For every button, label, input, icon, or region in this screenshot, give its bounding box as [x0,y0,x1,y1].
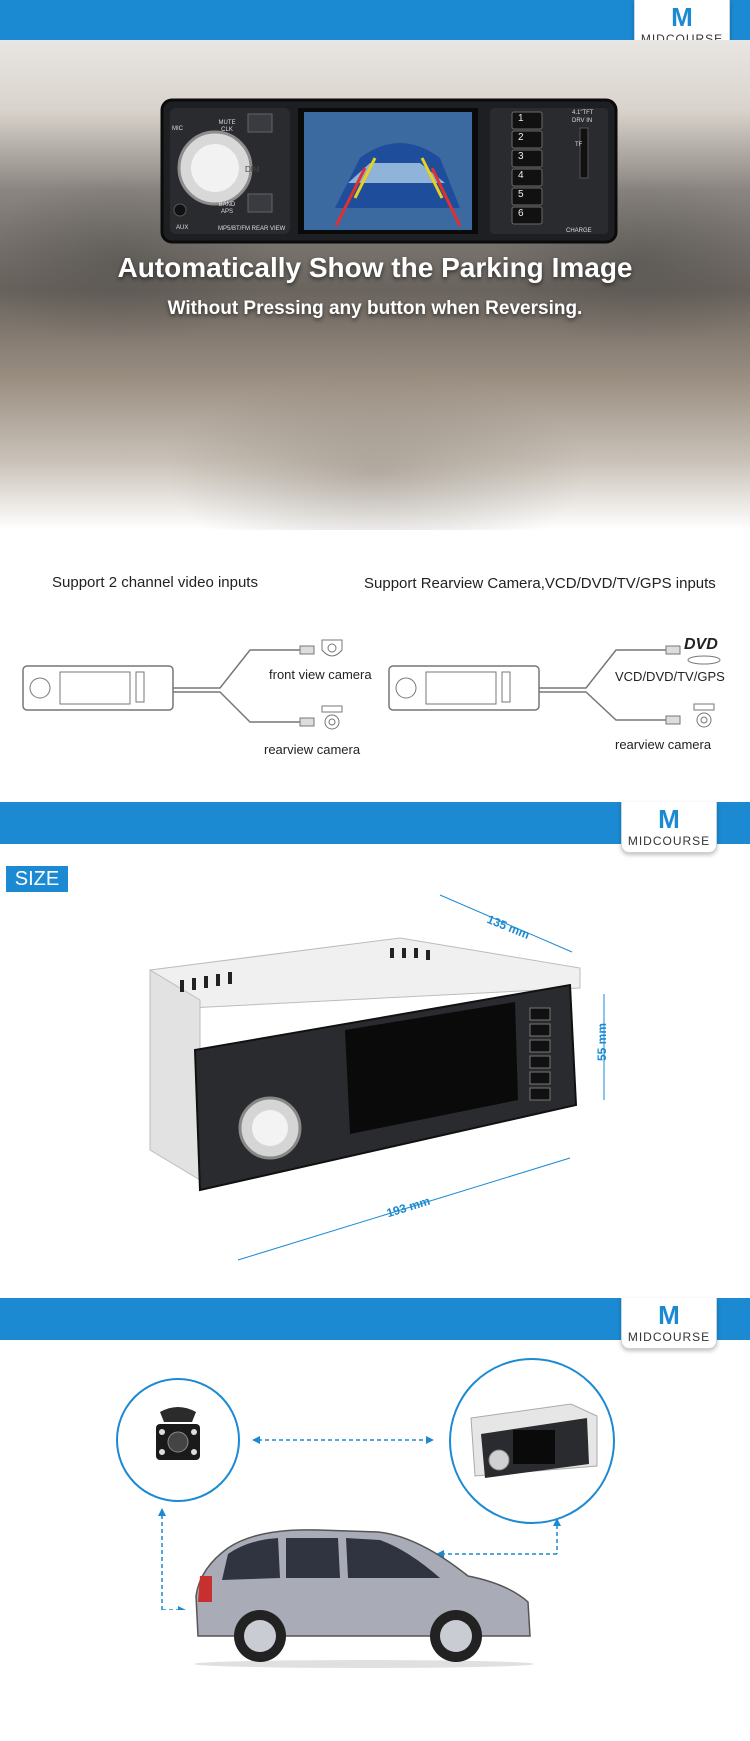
brand-badge-size: M MIDCOURSE [621,802,717,853]
preset-button-4: 4 [518,170,524,181]
diagram-two-channel [22,639,343,730]
panel-drv-in-label: DRV IN [572,118,593,124]
label-vcd-dvd-tv-gps: VCD/DVD/TV/GPS [615,669,725,684]
brand-logo-icon: M [671,2,693,32]
size-label: SIZE [6,866,68,892]
inputs-right-heading: Support Rearview Camera,VCD/DVD/TV/GPS i… [364,575,716,592]
preset-button-3: 3 [518,151,524,162]
hero-subtitle: Without Pressing any button when Reversi… [167,298,583,319]
car-stereo-front-panel [160,98,618,244]
top-banner [0,0,750,40]
panel-mic-label: MIC [172,126,183,132]
preset-button-1: 1 [518,113,524,124]
camera-circle [116,1378,240,1502]
rear-camera-icon [321,705,343,730]
minivan-illustration [194,1529,534,1668]
brand-logo-icon-size: M [658,804,680,834]
panel-bottom-label: MP5/BT/FM REAR VIEW [218,226,286,232]
preset-button-6: 6 [518,208,524,219]
panel-aux-label: AUX [176,225,189,231]
panel-tf-label: TF [575,142,583,148]
dimension-height: 55 mm [595,1022,610,1062]
panel-mute-label: MUTE CLK [218,120,236,133]
panel-dim-label: DIM [245,165,260,174]
backup-camera-icon [156,1407,200,1460]
brand-logo-icon-connection: M [658,1300,680,1330]
label-rearview-camera-right: rearview camera [615,737,712,752]
preset-button-5: 5 [518,189,524,200]
label-rearview-camera-left: rearview camera [264,742,361,757]
stereo-dimension-render [149,894,605,1261]
panel-screen-size-label: 4.1"TFT [572,110,594,116]
label-front-view-camera: front view camera [269,667,372,682]
head-unit-circle [449,1358,615,1524]
front-camera-icon [321,639,343,657]
dvd-logo: DVD [684,636,718,653]
panel-charge-label: CHARGE [566,228,592,234]
connection-arrows [158,1436,561,1610]
brand-name-connection: MIDCOURSE [627,1330,711,1344]
preset-button-2: 2 [518,132,524,143]
brand-badge-connection: M MIDCOURSE [621,1298,717,1349]
rear-camera-icon-right [693,703,715,728]
inputs-left-heading: Support 2 channel video inputs [52,574,258,591]
head-unit-icon [470,1403,598,1478]
dvd-disc-icon [687,655,721,665]
panel-band-label: BAND APS [218,202,236,215]
hero-title: Automatically Show the Parking Image [117,252,633,283]
diagram-multi-input [388,645,721,728]
brand-name-size: MIDCOURSE [627,834,711,848]
